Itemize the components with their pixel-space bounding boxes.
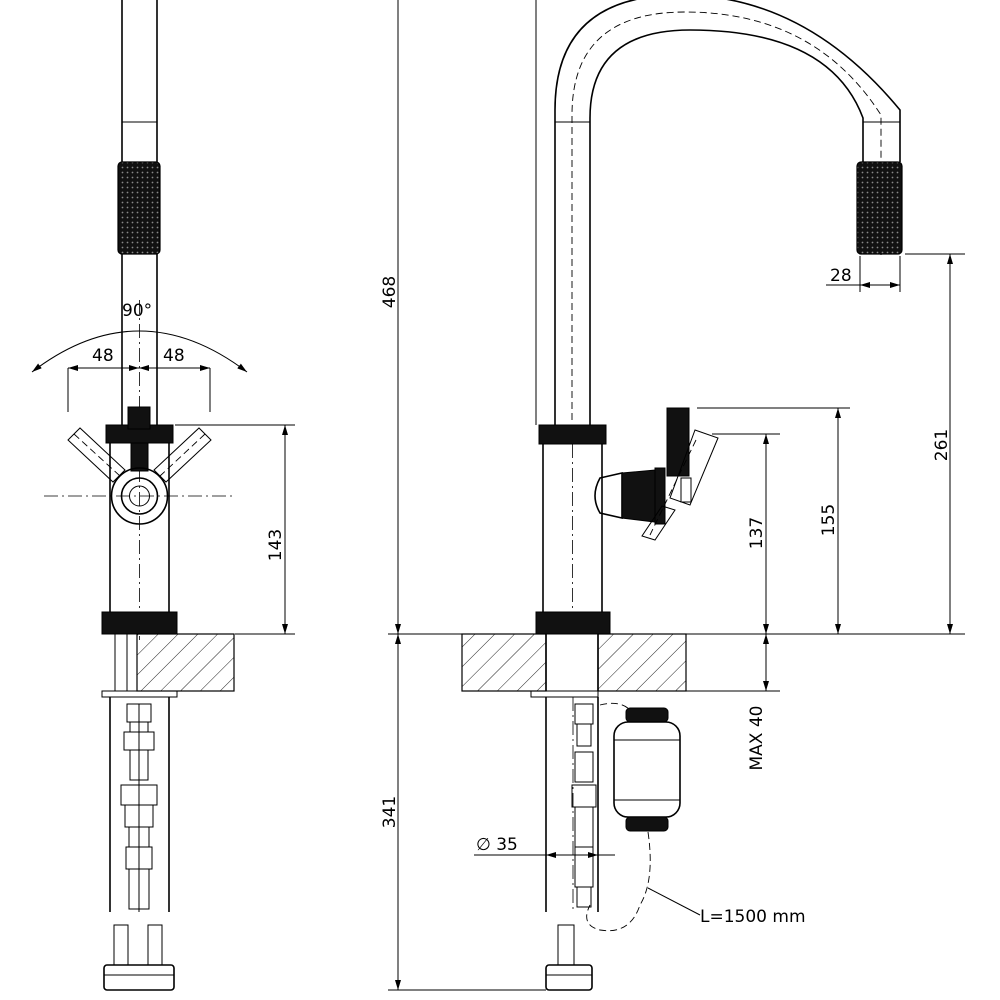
side-bottom-connector [545, 924, 593, 991]
right-offset-label: 48 [163, 346, 185, 366]
hose-length-label: L=1500 mm [700, 907, 806, 927]
spout-width-label: 28 [830, 266, 852, 286]
spout-knurled-tip [856, 161, 903, 255]
shank-diameter-label: ∅ 35 [476, 835, 518, 855]
side-lever-handle [594, 407, 719, 541]
front-knurled-grip [117, 161, 161, 255]
handle-top-height-label: 155 [819, 504, 839, 536]
total-height-label: 468 [380, 276, 400, 308]
side-supply-fittings [571, 697, 597, 912]
max-counter-label: MAX 40 [747, 706, 767, 771]
front-supply-fittings [120, 703, 158, 912]
side-countertop-right [597, 633, 687, 692]
front-bottom-connectors [103, 924, 175, 991]
side-countertop [461, 633, 547, 692]
handle-pivot-height-label: 137 [747, 517, 767, 549]
water-filter-cartridge [613, 707, 681, 832]
spout-height-label: 261 [932, 429, 952, 461]
angle-label: 90° [122, 301, 152, 321]
left-offset-label: 48 [92, 346, 114, 366]
front-countertop [136, 633, 235, 692]
side-view: 468 28 261 155 137 MAX 40 341 ∅ 35 L=150… [380, 0, 965, 991]
front-view: 90° 48 48 143 [31, 0, 295, 991]
base-height-label: 143 [266, 529, 286, 561]
below-counter-label: 341 [380, 796, 400, 828]
